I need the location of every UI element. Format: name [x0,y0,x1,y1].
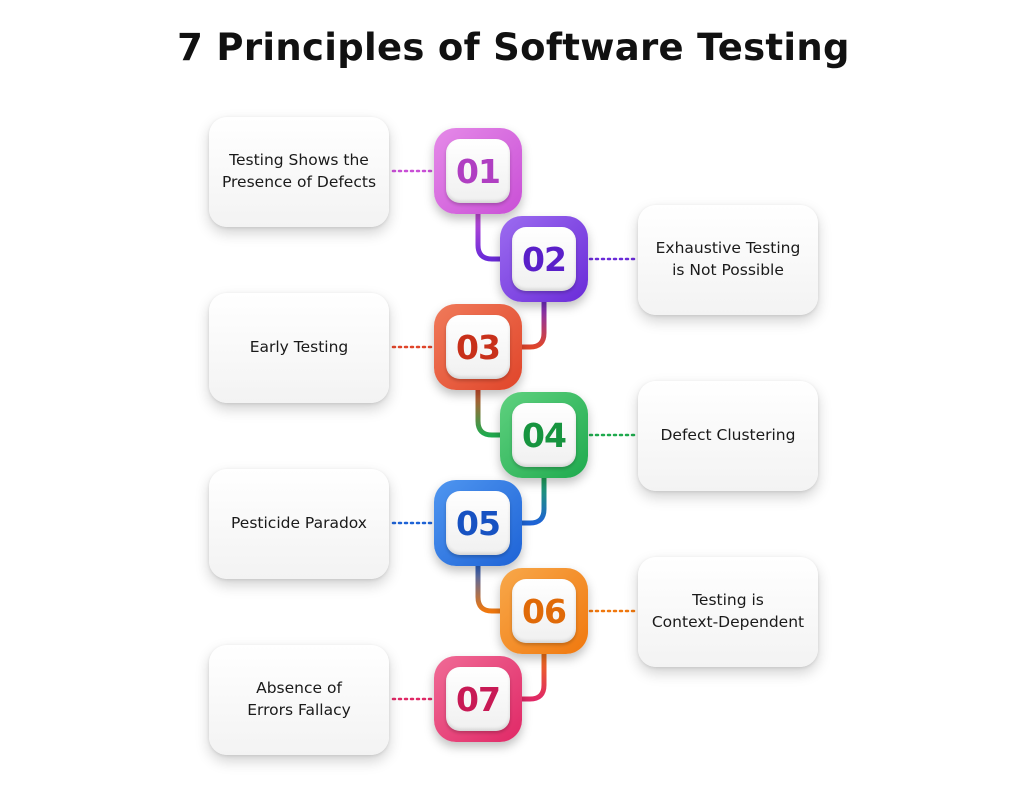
number-badge-03: 03 [434,304,522,390]
principle-card-04: Defect Clustering [638,381,818,491]
principle-card-07: Absence of Errors Fallacy [209,645,389,755]
connector-06-07 [517,647,547,702]
number-badge-02: 02 [500,216,588,302]
connector-01-02 [475,207,505,262]
number-badge-inner: 05 [446,491,510,555]
principle-label: Exhaustive Testing is Not Possible [644,238,813,281]
principle-label: Testing is Context-Dependent [640,590,816,633]
connector-03-04 [475,383,505,438]
principle-label-line: Defect Clustering [660,426,796,445]
principle-label-line: Testing Shows the [229,151,369,170]
principle-label: Pesticide Paradox [219,513,379,535]
principle-number: 05 [456,503,501,543]
principle-number: 06 [522,591,567,631]
principle-label-line: Early Testing [249,338,349,357]
principle-card-05: Pesticide Paradox [209,469,389,579]
connector-02-03 [517,295,547,350]
principle-label: Defect Clustering [649,425,808,447]
connector-04-05 [517,471,547,526]
number-badge-inner: 07 [446,667,510,731]
principle-label: Early Testing [238,337,361,359]
principle-card-06: Testing is Context-Dependent [638,557,818,667]
number-badge-inner: 02 [512,227,576,291]
principle-label-line: Context-Dependent [651,613,805,631]
principle-label-line: Presence of Defects [221,173,377,191]
number-badge-07: 07 [434,656,522,742]
principle-label: Absence of Errors Fallacy [235,678,363,721]
principle-label-line: Exhaustive Testing [655,239,801,258]
principle-number: 02 [522,239,567,279]
number-badge-inner: 06 [512,579,576,643]
principle-number: 03 [456,327,501,367]
number-badge-05: 05 [434,480,522,566]
principle-number: 07 [456,679,501,719]
number-badge-01: 01 [434,128,522,214]
page-title: 7 Principles of Software Testing [177,26,850,69]
number-badge-06: 06 [500,568,588,654]
number-badge-inner: 04 [512,403,576,467]
principle-label-line: Errors Fallacy [247,701,351,719]
number-badge-inner: 03 [446,315,510,379]
principle-label-line: Absence of [256,679,342,698]
connector-05-06 [475,559,505,614]
principle-number: 04 [522,415,567,455]
principle-label-line: Testing is [692,591,764,610]
principle-card-03: Early Testing [209,293,389,403]
number-badge-inner: 01 [446,139,510,203]
number-badge-04: 04 [500,392,588,478]
principle-card-02: Exhaustive Testing is Not Possible [638,205,818,315]
principle-number: 01 [456,151,501,191]
principle-label-line: is Not Possible [672,261,784,279]
principle-label-line: Pesticide Paradox [231,514,367,533]
